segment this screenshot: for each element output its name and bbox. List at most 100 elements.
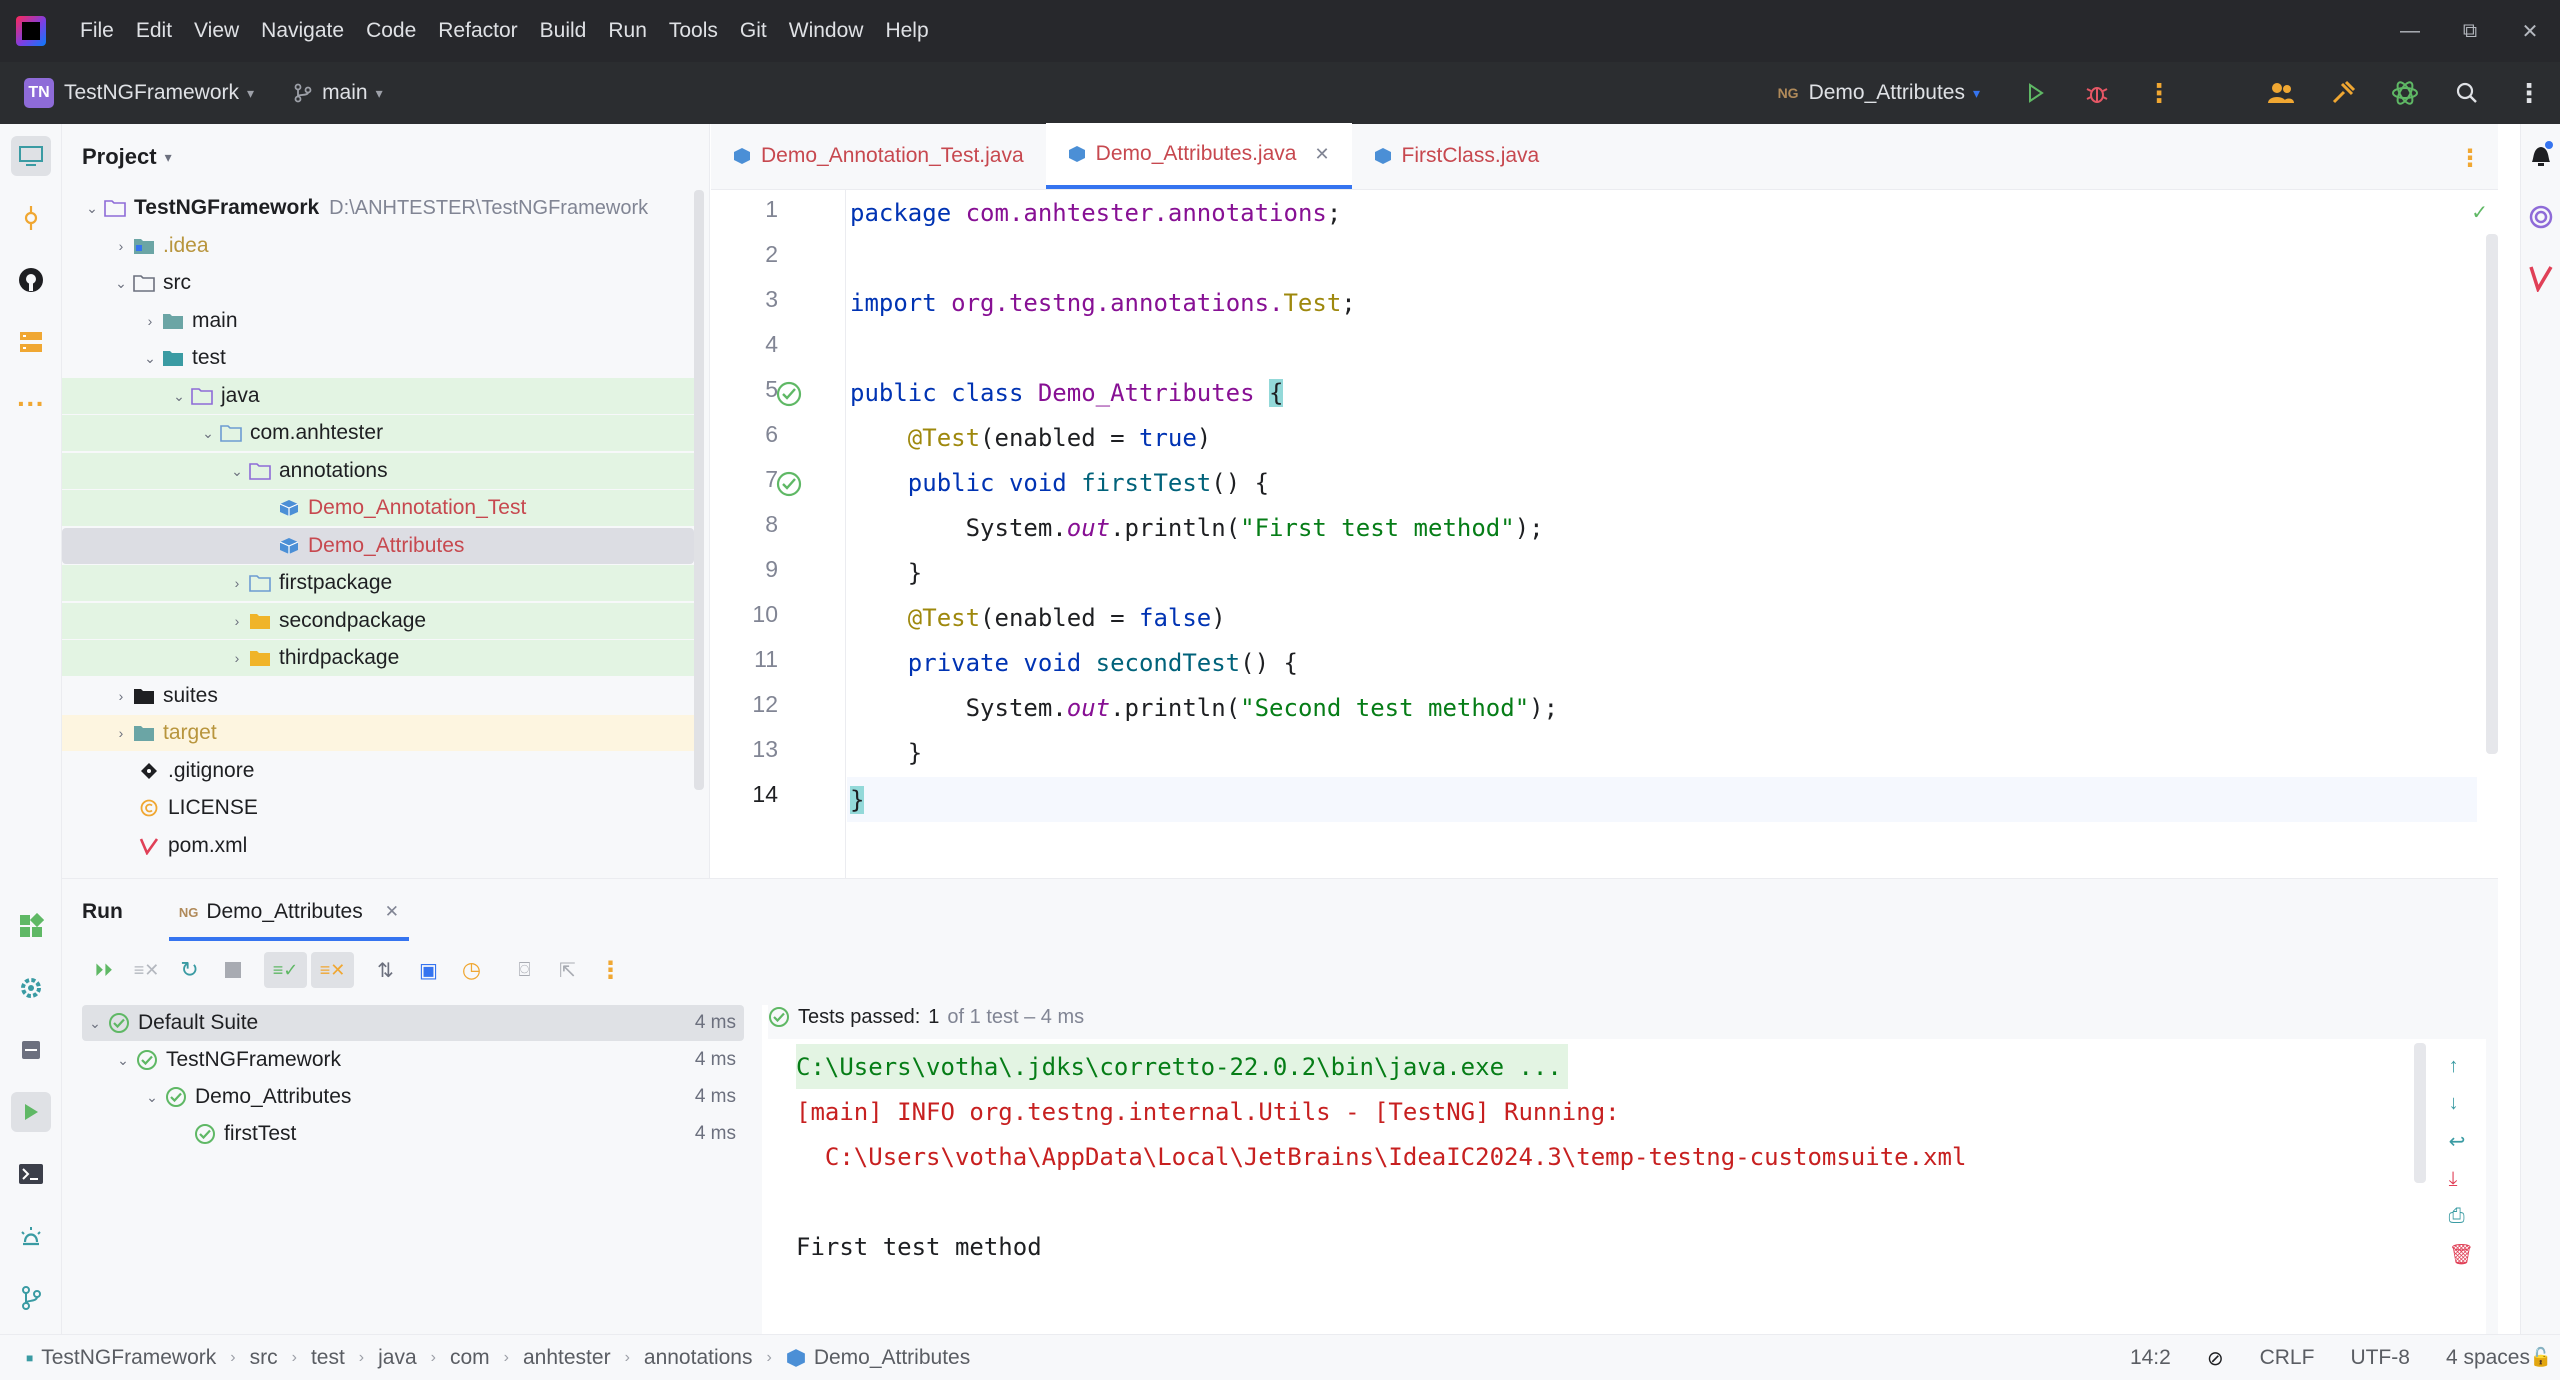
tree-item-src[interactable]: ⌄ src <box>62 265 694 301</box>
tree-item-idea[interactable]: › .idea <box>62 228 694 264</box>
code-line-13[interactable]: } <box>850 738 923 767</box>
editor-scrollbar[interactable] <box>2486 234 2498 754</box>
tree-item-java[interactable]: ⌄ java <box>62 378 694 414</box>
code-line-3[interactable]: import org.testng.annotations.Test; <box>850 288 1356 317</box>
close-icon[interactable]: ✕ <box>1314 143 1330 164</box>
tree-item-test[interactable]: ⌄ test <box>62 340 694 376</box>
tree-item-main[interactable]: › main <box>62 303 694 339</box>
sort-button[interactable]: ⇅ <box>364 952 407 988</box>
export-button[interactable]: ⇱ <box>546 952 589 988</box>
breadcrumb-item[interactable]: src <box>249 1345 278 1369</box>
arrow-down-icon[interactable]: ↓ <box>2448 1092 2459 1114</box>
breadcrumb-item[interactable]: test <box>310 1345 345 1369</box>
more-run-actions-button[interactable]: ⋮ <box>589 952 632 988</box>
ai-chat-button[interactable] <box>2528 204 2554 236</box>
line-separator[interactable]: CRLF <box>2259 1346 2315 1369</box>
caret-position[interactable]: 14:2 <box>2129 1346 2171 1369</box>
tree-item-gitignore[interactable]: .gitignore <box>62 753 694 789</box>
code-line-12[interactable]: System.out.println("Second test method")… <box>850 693 1559 722</box>
console-scrollbar[interactable] <box>2414 1043 2426 1183</box>
run-tool-button[interactable] <box>11 1092 51 1132</box>
code-line-1[interactable]: package com.anhtester.annotations; <box>850 198 1342 227</box>
notifications-button[interactable] <box>2527 140 2555 176</box>
more-tools-button[interactable]: ··· <box>11 384 51 424</box>
code-line-5[interactable]: public class Demo_Attributes { <box>850 378 1284 407</box>
tree-item-demo-attributes[interactable]: Demo_Attributes <box>62 528 694 564</box>
code-line-6[interactable]: @Test(enabled = true) <box>850 423 1212 452</box>
indent-setting[interactable]: 4 spaces <box>2445 1346 2530 1369</box>
scroll-to-end-icon[interactable]: ⤓ <box>2448 1168 2458 1190</box>
menu-build[interactable]: Build <box>539 19 587 42</box>
commit-tool-button[interactable] <box>11 198 51 238</box>
soft-wrap-icon[interactable]: ↩ <box>2448 1131 2466 1153</box>
rerun-failed-tests-button[interactable]: ≡✕ <box>125 952 168 988</box>
code-line-14[interactable]: } <box>850 785 865 814</box>
tree-item-secondpackage[interactable]: › secondpackage <box>62 603 694 639</box>
code-line-10[interactable]: @Test(enabled = false) <box>850 603 1226 632</box>
more-actions-button[interactable]: ⋮ <box>2128 62 2190 124</box>
show-ignored-toggle[interactable]: ≡✕ <box>311 952 354 988</box>
test-row-demo-attributes[interactable]: ⌄ Demo_Attributes 4 ms <box>82 1079 744 1115</box>
github-tool-button[interactable] <box>11 260 51 300</box>
maven-tool-button[interactable] <box>2528 264 2554 298</box>
plugins-tool-button[interactable] <box>11 906 51 946</box>
run-button[interactable] <box>2004 62 2066 124</box>
code-line-7[interactable]: public void firstTest() { <box>850 468 1270 497</box>
menu-git[interactable]: Git <box>739 19 767 42</box>
terminal-tool-button[interactable] <box>11 1154 51 1194</box>
menu-help[interactable]: Help <box>885 19 929 42</box>
menu-tools[interactable]: Tools <box>668 19 718 42</box>
menu-file[interactable]: File <box>80 19 114 42</box>
tree-item-suites[interactable]: › suites <box>62 678 694 714</box>
project-tool-button[interactable] <box>11 136 51 176</box>
tree-item-annotations[interactable]: ⌄ annotations <box>62 453 694 489</box>
tree-item-target[interactable]: › target <box>62 715 694 751</box>
file-encoding[interactable]: UTF-8 <box>2350 1346 2410 1369</box>
rerun-button[interactable]: ↻ <box>168 952 211 988</box>
minimize-button[interactable]: — <box>2400 19 2420 42</box>
breadcrumb-item[interactable]: anhtester <box>523 1345 611 1369</box>
run-tab-demo-attributes[interactable]: NG Demo_Attributes ✕ <box>168 879 410 945</box>
tree-item-pom[interactable]: pom.xml <box>62 828 694 864</box>
run-test-method-icon[interactable] <box>775 470 803 498</box>
problems-tool-button[interactable] <box>11 1216 51 1256</box>
test-row-default-suite[interactable]: ⌄ Default Suite 4 ms <box>82 1005 744 1041</box>
tree-item-firstpackage[interactable]: › firstpackage <box>62 565 694 601</box>
project-scrollbar[interactable] <box>694 190 704 790</box>
tree-item-demo-annotation-test[interactable]: Demo_Annotation_Test <box>62 490 694 526</box>
show-passed-toggle[interactable]: ≡✓ <box>264 952 307 988</box>
arrow-up-icon[interactable]: ↑ <box>2448 1055 2459 1077</box>
rerun-failed-button[interactable]: ⏵⏵ <box>82 952 125 988</box>
test-row-firsttest[interactable]: firstTest 4 ms <box>82 1116 744 1152</box>
menu-navigate[interactable]: Navigate <box>261 19 345 42</box>
services-tool-button[interactable] <box>11 968 51 1008</box>
lock-icon[interactable]: 🔓 <box>2529 1347 2552 1367</box>
git-tool-button[interactable] <box>11 1278 51 1318</box>
code-line-11[interactable]: private void secondTest() { <box>850 648 1298 677</box>
tab-demo-annotation-test[interactable]: Demo_Annotation_Test.java <box>711 123 1046 189</box>
tree-item-com-anhtester[interactable]: ⌄ com.anhtester <box>62 415 694 451</box>
print-icon[interactable]: ⎙ <box>2448 1205 2465 1227</box>
menu-edit[interactable]: Edit <box>135 19 173 42</box>
tree-item-license[interactable]: LICENSE <box>62 790 694 826</box>
tab-demo-attributes[interactable]: Demo_Attributes.java ✕ <box>1045 123 1352 189</box>
menu-refactor[interactable]: Refactor <box>438 19 518 42</box>
project-panel-header[interactable]: Project ▾ <box>62 124 709 190</box>
project-selector[interactable]: TestNGFramework <box>64 81 240 104</box>
ai-assistant-button[interactable] <box>2374 62 2436 124</box>
breadcrumb-item[interactable]: java <box>378 1345 417 1369</box>
breadcrumb-item[interactable]: TestNGFramework <box>41 1345 217 1369</box>
project-badge[interactable]: TN <box>24 78 54 108</box>
test-row-testngframework[interactable]: ⌄ TestNGFramework 4 ms <box>82 1042 744 1078</box>
structure-tool-button[interactable] <box>11 322 51 362</box>
tree-root[interactable]: ⌄ TestNGFramework D:\ANHTESTER\TestNGFra… <box>62 190 694 226</box>
restore-button[interactable]: ⧉ <box>2462 19 2478 42</box>
trash-icon[interactable]: 🗑 <box>2448 1244 2474 1266</box>
run-test-class-icon[interactable] <box>775 380 803 408</box>
close-window-button[interactable]: ✕ <box>2521 20 2539 43</box>
settings-tools-button[interactable] <box>2312 62 2374 124</box>
breadcrumb-item[interactable]: annotations <box>643 1345 753 1369</box>
run-config-selector[interactable]: NG Demo_Attributes ▾ <box>1778 81 1980 105</box>
debug-button[interactable] <box>2066 62 2128 124</box>
code-line-9[interactable]: } <box>850 558 923 587</box>
